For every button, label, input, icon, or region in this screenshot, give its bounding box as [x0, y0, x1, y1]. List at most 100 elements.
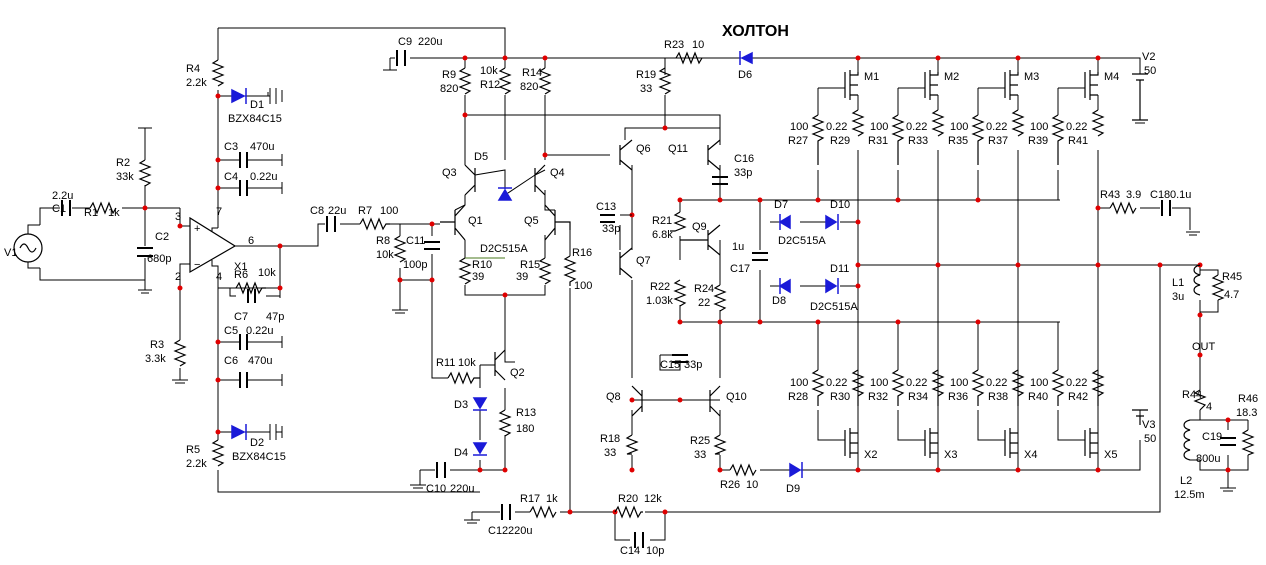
label-c12: C12 [488, 525, 508, 537]
label-r34: R34 [908, 391, 928, 403]
resistor-r21 [670, 211, 687, 232]
label-c1: C1 [52, 203, 66, 215]
label-r46-value: 18.3 [1236, 407, 1257, 419]
label-r12-value: 10k [480, 65, 498, 77]
label-m2: M2 [944, 71, 959, 83]
inductor-symbols [1183, 264, 1201, 461]
resistor-r46 [1241, 429, 1255, 456]
label-q7: Q7 [636, 255, 651, 267]
label-r13-value: 180 [516, 423, 534, 435]
junction-dots [142, 55, 1231, 515]
label-r6: R6 [234, 269, 248, 281]
label-c14: C14 [620, 545, 640, 557]
capacitor-c8 [326, 216, 336, 232]
label-c8-value: 22u [328, 205, 346, 217]
capacitor-c1 [61, 200, 71, 216]
label-r31: R31 [868, 135, 888, 147]
label-r14: R14 [522, 67, 542, 79]
label-c7: C7 [234, 311, 248, 323]
label-r1-value: 1k [108, 207, 120, 219]
label-r9: R9 [442, 69, 456, 81]
resistor-r11 [447, 371, 480, 385]
label-r4: R4 [186, 63, 200, 75]
label-src-value: 0.22 [826, 121, 847, 133]
label-r36: R36 [948, 391, 968, 403]
capacitor-c18 [1161, 200, 1171, 216]
label-r24: R24 [694, 283, 714, 295]
resistor-r1 [89, 201, 117, 215]
label-pin2: 2 [175, 271, 181, 283]
label-r26-value: 10 [746, 479, 758, 491]
label-c4: C4 [224, 171, 238, 183]
label-out: OUT [1192, 341, 1216, 353]
label-v2: V2 [1142, 51, 1155, 63]
label-r46: R46 [1238, 393, 1258, 405]
label-r7-value: 100 [380, 205, 398, 217]
resistor-r26 [729, 463, 757, 477]
label-r29: R29 [830, 135, 850, 147]
label-r2-value: 33k [116, 171, 134, 183]
label-src-value: 0.22 [986, 377, 1007, 389]
label-r16: R16 [572, 247, 592, 259]
capacitor-c11 [424, 241, 440, 250]
label-gate-value: 100 [1030, 121, 1048, 133]
label-r13: R13 [516, 407, 536, 419]
label-q4: Q4 [550, 167, 565, 179]
resistor-r22 [673, 279, 687, 307]
label-gate-value: 100 [870, 377, 888, 389]
label-r22-value: 1.03k [646, 295, 673, 307]
resistor-r43 [1109, 201, 1137, 215]
label-r43-value: 3.9 [1126, 189, 1141, 201]
capacitor-c12 [501, 504, 511, 520]
label-gate-value: 100 [950, 377, 968, 389]
resistor-r15 [538, 257, 552, 285]
capacitor-c6 [239, 372, 270, 388]
label-src-value: 0.22 [826, 377, 847, 389]
label-pin7: 7 [216, 206, 222, 218]
label-d9: D9 [786, 483, 800, 495]
component-symbols: + − [13, 50, 1255, 548]
resistor-r12 [498, 67, 512, 95]
label-r18: R18 [600, 433, 620, 445]
label-src-value: 0.22 [1066, 121, 1087, 133]
svg-text:+: + [194, 223, 200, 235]
label-r10: R10 [472, 259, 492, 271]
label-r21: R21 [652, 215, 672, 227]
label-l1-value: 3u [1172, 291, 1184, 303]
resistor-r9 [458, 67, 472, 95]
label-r8-value: 10k [376, 249, 394, 261]
label-r3-value: 3.3k [145, 353, 166, 365]
label-x3: X3 [944, 449, 957, 461]
resistor-r23 [675, 51, 703, 65]
label-x1: X1 [234, 261, 247, 273]
label-q9: Q9 [692, 221, 707, 233]
label-r14-value: 820 [520, 81, 538, 93]
label-r16-value: 100 [574, 280, 592, 292]
label-r26: R26 [720, 479, 740, 491]
label-l2: L2 [1180, 475, 1192, 487]
label-v2-value: 50 [1144, 65, 1156, 77]
resistor-r6 [235, 281, 266, 295]
label-x2: X2 [864, 449, 877, 461]
label-c2: C2 [155, 231, 169, 243]
label-c17-value: 1u [732, 241, 744, 253]
label-q10: Q10 [726, 391, 747, 403]
label-gate-value: 100 [870, 121, 888, 133]
label-r21-value: 6.8k [652, 229, 673, 241]
label-c8: C8 [310, 205, 324, 217]
label-r20-value: 12k [644, 493, 662, 505]
capacitor-c3 [239, 152, 270, 168]
label-r24-value: 22 [698, 297, 710, 309]
label-r15-value: 39 [516, 271, 528, 283]
capacitor-c7 [247, 289, 256, 303]
label-r5-value: 2.2k [186, 458, 207, 470]
label-c18: C18 [1150, 189, 1170, 201]
mosfet-symbols [844, 70, 1099, 458]
label-gate-value: 100 [790, 377, 808, 389]
transistor-symbols [440, 139, 721, 417]
wires [39, 27, 1249, 541]
label-r3: R3 [150, 339, 164, 351]
label-r7: R7 [358, 205, 372, 217]
label-r11-value: 10k [458, 357, 476, 369]
